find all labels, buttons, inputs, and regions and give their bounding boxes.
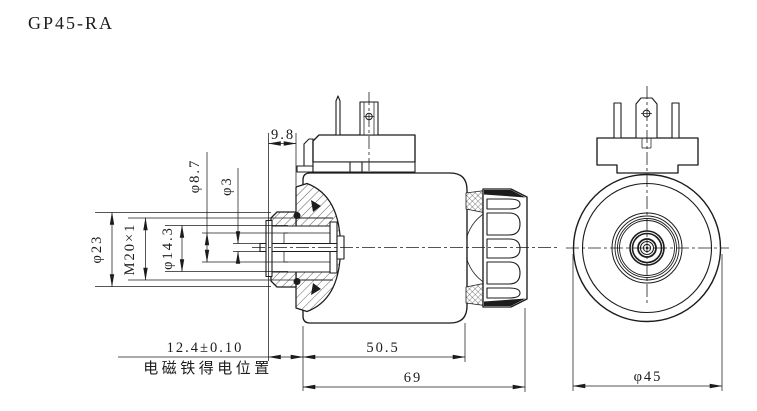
nut-facet xyxy=(486,287,521,299)
dim-bore-dia: φ14.3 xyxy=(160,226,176,270)
dim-body-length: 50.5 xyxy=(366,340,399,356)
o-ring-bottom xyxy=(293,278,301,285)
front-side-pin-right xyxy=(671,102,680,139)
dim-thread-spec: M20×1 xyxy=(122,223,138,276)
dimensions: 9.8 φ8.7 φ3 φ23 M20×1 φ14.3 12.4±0.10 电磁… xyxy=(89,127,723,392)
nut-chamfer-top xyxy=(484,190,526,198)
drawing-title: GP45-RA xyxy=(28,13,115,33)
nut-facet xyxy=(486,261,521,285)
front-view xyxy=(566,86,729,323)
seal-wedge-bottom xyxy=(311,283,321,295)
connector-block xyxy=(312,134,416,163)
o-ring-top xyxy=(293,212,301,219)
nut-facet xyxy=(486,198,521,210)
dim-rod-dia: φ3 xyxy=(219,176,235,196)
dim-flange-dia: φ23 xyxy=(89,235,105,264)
earth-pin xyxy=(335,95,341,136)
dim-outer-dia: φ45 xyxy=(634,369,663,385)
front-connector-block xyxy=(596,137,699,174)
nut-facet xyxy=(486,238,521,259)
connector-base-strip xyxy=(312,161,416,173)
dim-counterbore-dia: φ8.7 xyxy=(187,159,203,194)
dim-energized-note: 电磁铁得电位置 xyxy=(143,359,273,377)
side-view xyxy=(252,92,560,324)
front-center-post xyxy=(635,97,658,139)
nut-facet xyxy=(486,212,521,236)
dim-overall-length: 69 xyxy=(404,370,423,386)
dim-energized-position: 12.4±0.10 xyxy=(167,340,244,356)
flange-lip xyxy=(265,219,273,278)
nut-chamfer-bottom xyxy=(484,298,526,306)
front-side-pin-left xyxy=(613,102,622,139)
connector-foot xyxy=(296,165,314,173)
coil-body xyxy=(302,172,468,324)
seal-wedge-top xyxy=(311,200,321,212)
dim-connector-offset: 9.8 xyxy=(271,127,295,143)
